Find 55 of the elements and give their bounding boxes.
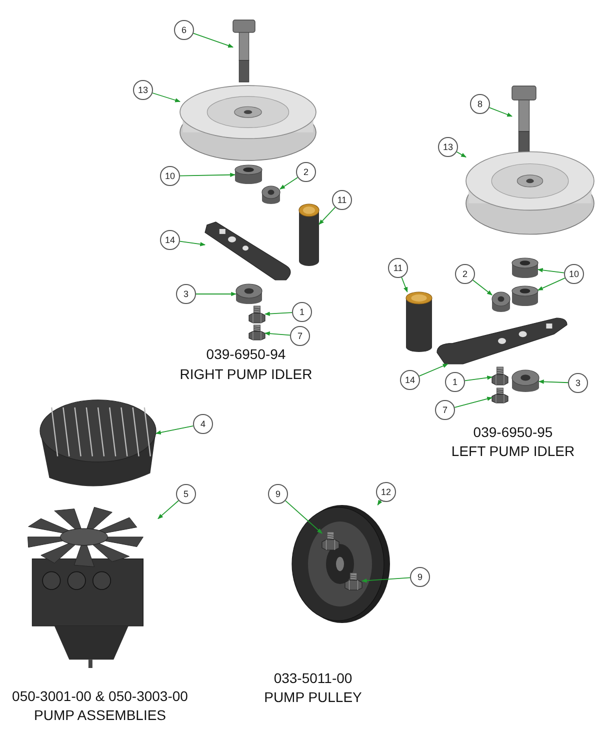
leader-line xyxy=(155,426,194,435)
callout-number: 2 xyxy=(455,264,475,284)
assembly-name: LEFT PUMP IDLER xyxy=(451,443,575,459)
callout-number: 6 xyxy=(174,20,194,40)
callout-number: 9 xyxy=(268,484,288,504)
callout-number: 5 xyxy=(176,484,196,504)
leader-line xyxy=(285,500,322,534)
leader-line xyxy=(418,364,448,377)
part-number: 039-6950-94 xyxy=(206,346,286,362)
callout-number: 3 xyxy=(176,284,196,304)
callout-number: 1 xyxy=(445,372,465,392)
leader-line xyxy=(464,376,493,382)
leader-line xyxy=(456,151,466,158)
leader-line xyxy=(488,107,512,117)
leader-line xyxy=(280,177,298,190)
callout-number: 13 xyxy=(133,80,153,100)
leader-line xyxy=(454,396,493,408)
callout-number: 10 xyxy=(160,166,180,186)
callout-number: 10 xyxy=(564,264,584,284)
callout-number: 13 xyxy=(438,137,458,157)
leader-line xyxy=(264,312,292,316)
callout-number: 1 xyxy=(292,302,312,322)
part-number: 039-6950-95 xyxy=(473,424,553,440)
leader-line xyxy=(196,292,237,296)
callout-number: 7 xyxy=(435,400,455,420)
callout-number: 11 xyxy=(332,190,352,210)
leader-line xyxy=(180,172,236,177)
callout-number: 12 xyxy=(376,482,396,502)
leader-line xyxy=(377,500,382,506)
leader-line xyxy=(158,500,179,520)
leader-line xyxy=(538,278,566,291)
leader-line xyxy=(179,240,206,246)
leader-line xyxy=(537,268,565,274)
part-number: 033-5011-00 xyxy=(274,670,352,686)
leader-line xyxy=(318,206,336,225)
callout-number: 8 xyxy=(470,94,490,114)
callout-number: 2 xyxy=(296,162,316,182)
leader-line xyxy=(538,380,568,384)
callout-number: 3 xyxy=(568,373,588,393)
callout-number: 7 xyxy=(290,326,310,346)
leader-line xyxy=(401,276,408,292)
callout-number: 14 xyxy=(400,370,420,390)
callout-number: 4 xyxy=(193,414,213,434)
assembly-name: PUMP ASSEMBLIES xyxy=(34,707,166,723)
leader-line xyxy=(152,92,181,102)
leader-line xyxy=(193,32,234,48)
assembly-name: PUMP PULLEY xyxy=(264,689,362,705)
part-number: 050-3001-00 & 050-3003-00 xyxy=(12,688,188,704)
leader-line xyxy=(264,331,290,336)
leader-line xyxy=(361,577,410,583)
callout-number: 14 xyxy=(160,230,180,250)
callout-number: 9 xyxy=(410,567,430,587)
leader-line xyxy=(472,280,492,296)
callout-number: 11 xyxy=(388,258,408,278)
assembly-name: RIGHT PUMP IDLER xyxy=(180,366,312,382)
